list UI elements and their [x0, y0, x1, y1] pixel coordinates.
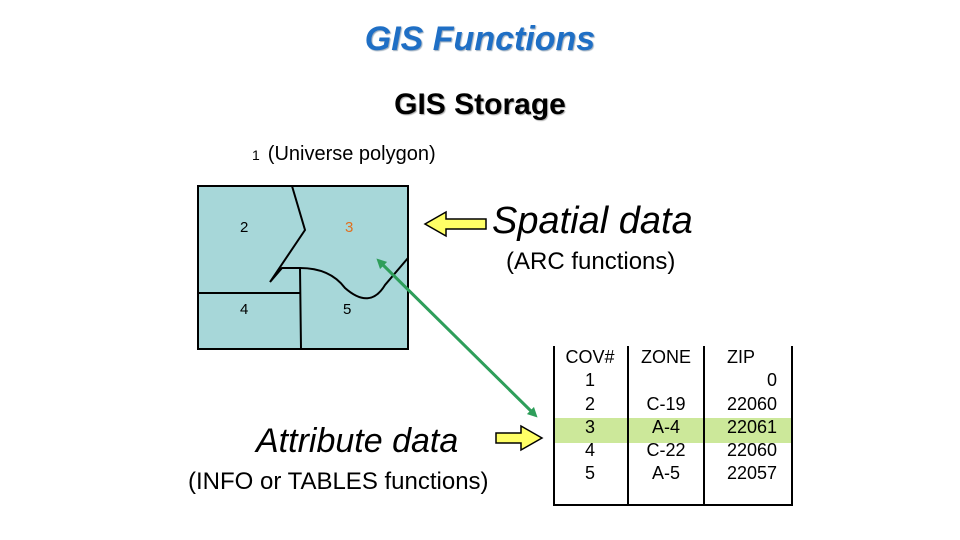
cell-cov: 3	[584, 416, 595, 437]
cell-cov: 2	[584, 393, 595, 414]
universe-text: (Universe polygon)	[267, 143, 436, 165]
cell-zip: 22057	[726, 463, 777, 484]
polygon-label-2: 2	[240, 219, 248, 236]
cell-zone: A-4	[651, 416, 680, 437]
highlighted-row	[555, 418, 791, 443]
spatial-data-title: Spatial data	[492, 200, 693, 242]
column-zip: ZIP 0 22060 22061 22060 22057	[705, 346, 777, 486]
cell-zone: C-22	[646, 440, 686, 461]
polygon-label-3: 3	[345, 219, 353, 236]
cell-zone: A-5	[651, 463, 680, 484]
cell-cov: 1	[584, 370, 595, 391]
attribute-table: COV# 1 2 3 4 5 ZONE C-19 A-4 C-22 A-5 ZI…	[553, 346, 793, 506]
cell-zip: 22060	[726, 440, 777, 461]
page-title: GIS Functions	[364, 20, 596, 58]
link-arrow	[376, 258, 538, 418]
cell-cov: 5	[584, 463, 595, 484]
universe-number: 1	[252, 147, 260, 163]
attribute-arrow	[495, 424, 544, 452]
page-subtitle: GIS Storage	[394, 88, 566, 121]
spatial-data-subtitle: (ARC functions)	[506, 248, 676, 275]
attribute-data-subtitle: (INFO or TABLES functions)	[188, 468, 489, 495]
header-zip: ZIP	[726, 347, 755, 367]
spatial-arrow	[423, 210, 487, 238]
cell-zone	[629, 369, 703, 392]
polygon-label-5: 5	[343, 301, 351, 318]
header-cov: COV#	[565, 347, 615, 367]
column-cov: COV# 1 2 3 4 5	[555, 346, 625, 486]
attribute-data-title: Attribute data	[256, 422, 459, 460]
column-zone: ZONE C-19 A-4 C-22 A-5	[627, 346, 705, 504]
universe-polygon-label: 1 (Universe polygon)	[252, 143, 436, 166]
polygon-label-4: 4	[240, 301, 248, 318]
cell-zip: 0	[766, 370, 777, 391]
cell-cov: 4	[584, 440, 595, 461]
cell-zip: 22060	[726, 393, 777, 414]
header-zone: ZONE	[640, 347, 691, 367]
cell-zip: 22061	[726, 416, 777, 437]
cell-zone: C-19	[646, 393, 686, 414]
